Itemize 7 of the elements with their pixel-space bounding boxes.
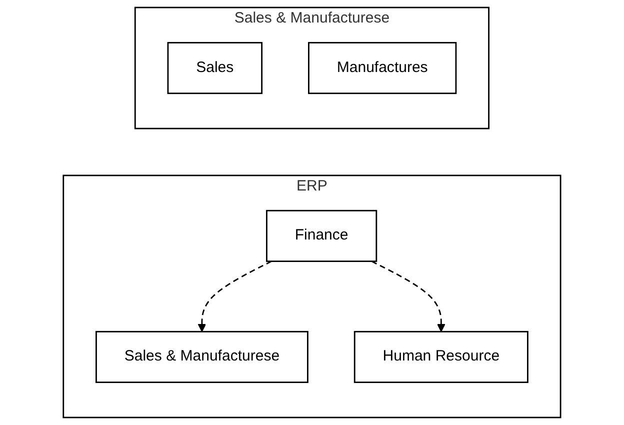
node-box: Finance — [266, 210, 378, 262]
node-box: Human Resource — [354, 330, 528, 384]
node-box: Sales & Manufacturese — [96, 330, 308, 384]
arrow — [198, 260, 272, 332]
node-box: Manufactures — [308, 42, 457, 94]
arrow — [371, 260, 446, 332]
node-box: Sales — [167, 42, 263, 94]
